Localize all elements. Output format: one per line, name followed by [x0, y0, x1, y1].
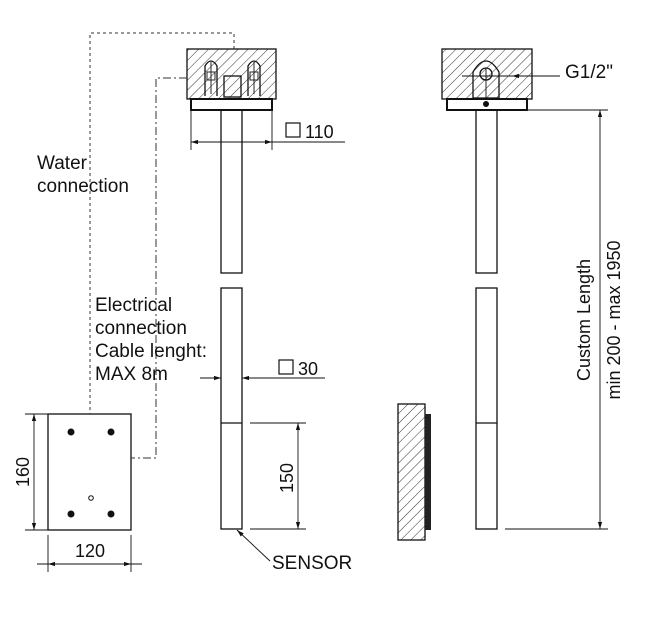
electrical-connection-line: [131, 77, 187, 459]
side-view: G1/2" Custom Length min 200 - max 1950: [397, 48, 624, 541]
water-label-line2: connection: [37, 176, 129, 197]
ceiling-block-left: [186, 48, 277, 100]
flange-left: [190, 98, 273, 111]
pipe-upper-left: [220, 109, 243, 274]
valve-body-right: [462, 60, 512, 99]
control-box: [47, 413, 132, 531]
screw-hole: [67, 510, 75, 518]
water-connection-line: [89, 32, 235, 414]
elec-label-line3: Cable lenght:: [95, 341, 207, 362]
square-symbol: [278, 359, 294, 375]
custom-length-label: Custom Length: [574, 259, 594, 381]
pipe-lower-right: [475, 287, 498, 530]
pipe-upper-right: [475, 109, 498, 274]
center-hole: [88, 495, 94, 501]
pipe-lower-left: [220, 287, 243, 530]
flange-screw: [483, 101, 489, 107]
dim-110: 110: [305, 122, 334, 142]
front-view: 110 30 150 SENSOR 160 120: [13, 32, 352, 574]
screw-hole: [67, 428, 75, 436]
control-box-side: [425, 414, 431, 530]
elec-label-line1: Electrical: [95, 295, 172, 316]
elec-label-line4: MAX 8m: [95, 364, 168, 385]
wall-section: [397, 403, 426, 541]
dim-120: 120: [75, 541, 105, 561]
dim-30: 30: [298, 359, 318, 379]
screw-hole: [107, 428, 115, 436]
water-label-line1: Water: [37, 153, 88, 174]
ceiling-block-right: [441, 48, 533, 100]
valve-body-left: [204, 60, 261, 98]
screw-hole: [107, 510, 115, 518]
dim-160: 160: [13, 457, 33, 487]
length-range-label: min 200 - max 1950: [604, 240, 624, 399]
thread-label: G1/2": [565, 62, 613, 83]
dim-150: 150: [277, 463, 297, 493]
square-symbol: [285, 122, 301, 138]
sensor-label: SENSOR: [272, 553, 352, 574]
elec-label-line2: connection: [95, 318, 187, 339]
